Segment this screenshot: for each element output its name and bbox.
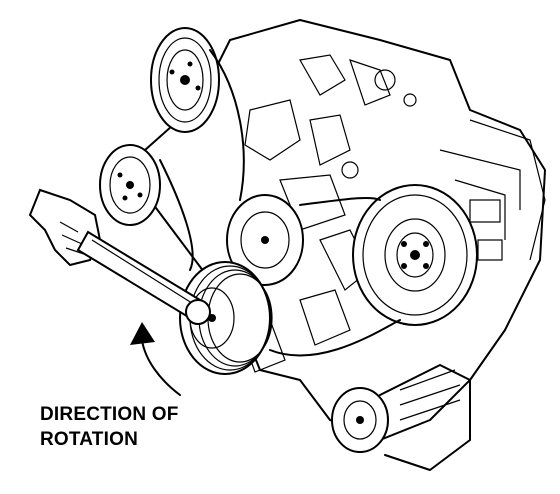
upper-pulley (150, 27, 220, 133)
grooved-pulley (179, 261, 273, 375)
alternator (331, 364, 471, 471)
caption-line-2: ROTATION (40, 429, 138, 450)
center-pulley (226, 194, 304, 286)
curved-arrow-icon (130, 322, 181, 396)
hand-with-wrench (28, 188, 211, 325)
caption-line-1: DIRECTION OF (40, 404, 179, 425)
crankshaft-pulley (352, 184, 478, 326)
left-pulley (99, 144, 161, 226)
drive-belt (159, 49, 401, 357)
